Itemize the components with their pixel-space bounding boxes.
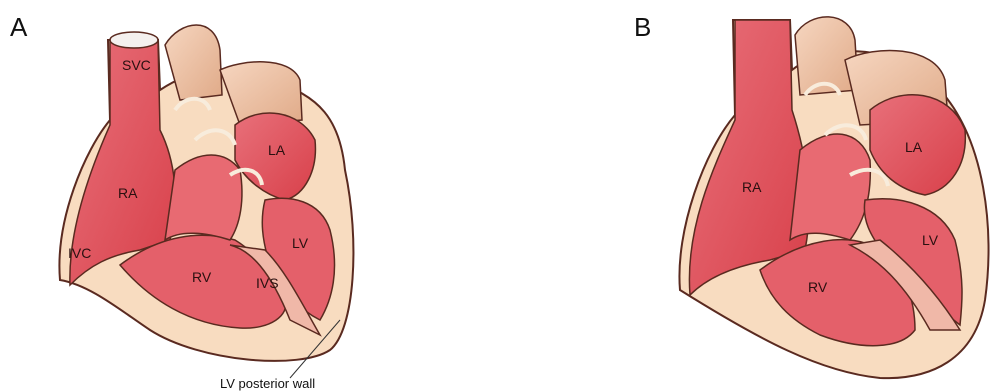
panel-b-heart: RA RV LA LV: [679, 17, 988, 378]
label-la-a: LA: [268, 142, 286, 158]
label-lv-a: LV: [292, 235, 309, 251]
panel-a-heart: SVC RA IVC RV LA LV IVS LV posterior wal…: [59, 25, 353, 391]
label-ivc: IVC: [68, 245, 91, 261]
label-la-b: LA: [905, 139, 923, 155]
label-ivs: IVS: [256, 275, 279, 291]
label-lv-b: LV: [922, 232, 939, 248]
label-lv-posterior-wall: LV posterior wall: [220, 376, 315, 391]
label-svc: SVC: [122, 57, 151, 73]
label-rv-a: RV: [192, 269, 212, 285]
label-rv-b: RV: [808, 279, 828, 295]
label-ra-b: RA: [742, 179, 762, 195]
label-ra-a: RA: [118, 185, 138, 201]
